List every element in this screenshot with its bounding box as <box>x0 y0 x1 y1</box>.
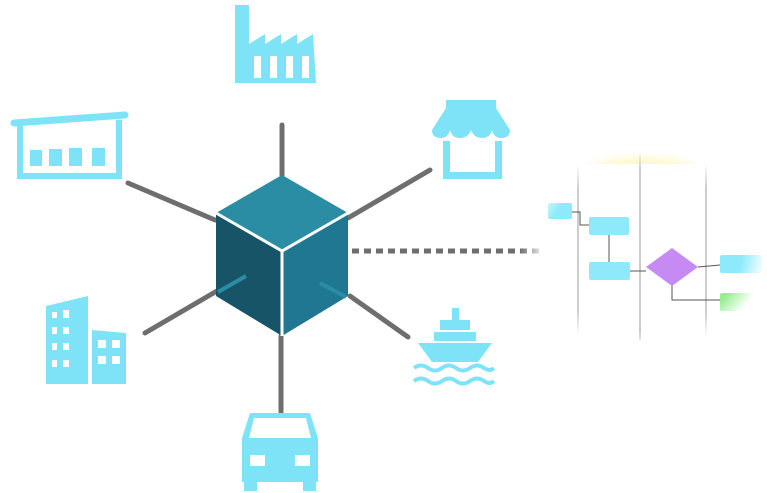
factory-icon <box>235 5 316 83</box>
flow-step <box>548 203 572 219</box>
connector-store <box>345 167 433 221</box>
connector-warehouse <box>125 180 218 223</box>
cube-left-face <box>216 213 282 336</box>
store-icon <box>432 100 510 179</box>
connector-ship <box>347 293 411 340</box>
flow-end <box>720 293 760 311</box>
cube-icon <box>215 175 349 336</box>
flow-step <box>589 262 630 280</box>
cube-axis-right <box>319 281 347 299</box>
flow-step <box>720 255 762 273</box>
ship-icon <box>412 308 496 386</box>
office-building-icon <box>46 296 126 384</box>
flowchart-header <box>578 154 758 164</box>
connector-office <box>142 285 225 336</box>
flowchart-thumbnail <box>520 150 767 350</box>
truck-icon <box>242 413 318 491</box>
cube-right-face <box>282 213 348 336</box>
flow-step <box>589 217 629 235</box>
flow-decision <box>646 248 698 286</box>
cube-axis-left <box>217 274 247 294</box>
warehouse-icon <box>10 111 129 179</box>
